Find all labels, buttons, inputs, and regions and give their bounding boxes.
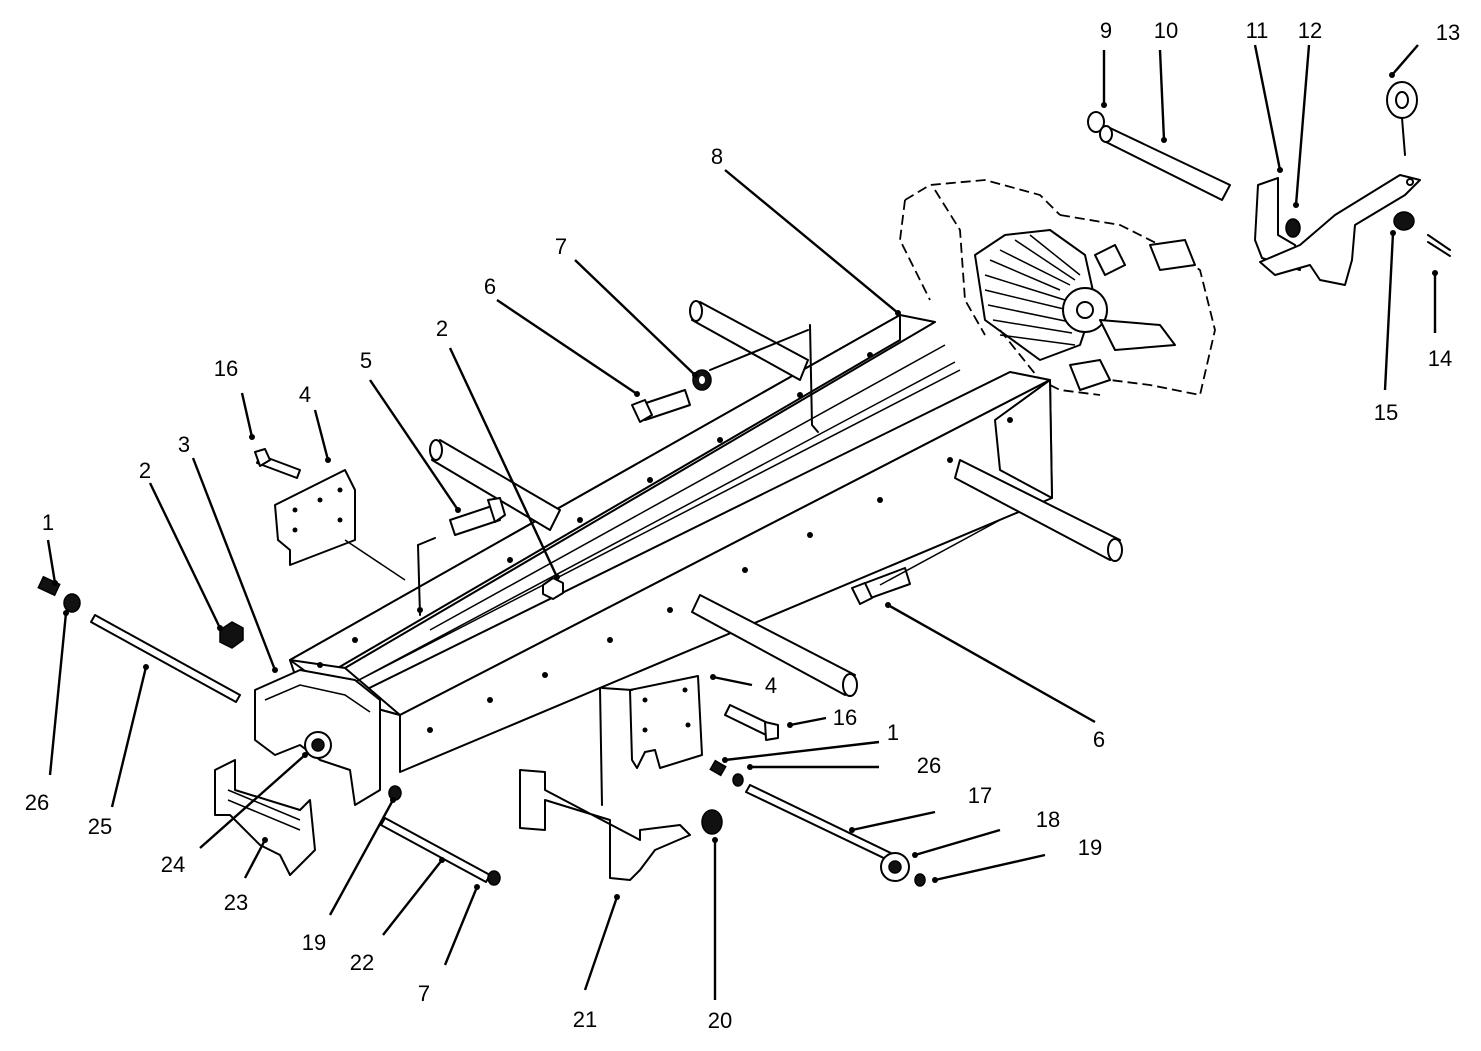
leader-lines: [46, 44, 1437, 1000]
callout-9: 9: [1100, 18, 1112, 43]
callout-7: 7: [418, 981, 430, 1006]
front-bracket-assembly: [214, 669, 381, 876]
engine-illustration: [899, 179, 1216, 397]
callout-15: 15: [1374, 400, 1398, 425]
callout-19: 19: [1078, 835, 1102, 860]
callout-2: 2: [436, 316, 448, 341]
mounting-plates: [274, 469, 703, 769]
axle-rods: [429, 300, 1123, 697]
callout-26: 26: [917, 753, 941, 778]
callout-17: 17: [968, 783, 992, 808]
callout-labels: 1 2 3 16 4 5 2 6 7 8 9 10 11 12 13 14 15…: [25, 18, 1460, 1033]
callout-12: 12: [1298, 18, 1322, 43]
callout-20: 20: [708, 1008, 732, 1033]
fasteners: [37, 369, 926, 887]
callout-10: 10: [1154, 18, 1178, 43]
callout-11: 11: [1246, 18, 1269, 43]
callout-16: 16: [214, 356, 238, 381]
callout-23: 23: [224, 890, 248, 915]
callout-19: 19: [302, 930, 326, 955]
callout-3: 3: [178, 432, 190, 457]
callout-6: 6: [1093, 727, 1105, 752]
callout-8: 8: [711, 144, 723, 169]
callout-7: 7: [555, 234, 567, 259]
upper-right-linkage: [1087, 81, 1451, 286]
callout-16: 16: [833, 705, 857, 730]
alignment-lines: [344, 324, 1001, 806]
callout-14: 14: [1428, 346, 1452, 371]
callout-13: 13: [1436, 20, 1460, 45]
callout-5: 5: [360, 348, 372, 373]
callout-1: 1: [887, 720, 899, 745]
callout-18: 18: [1036, 807, 1060, 832]
callout-21: 21: [573, 1007, 597, 1032]
callout-25: 25: [88, 814, 112, 839]
callout-1: 1: [42, 510, 54, 535]
callout-4: 4: [299, 382, 311, 407]
callout-6: 6: [484, 274, 496, 299]
callout-4: 4: [765, 673, 777, 698]
main-frame: [289, 314, 1053, 773]
callout-26: 26: [25, 790, 49, 815]
callout-24: 24: [161, 852, 185, 877]
callout-2: 2: [139, 458, 151, 483]
callout-22: 22: [350, 950, 374, 975]
leader-dots: [52, 72, 1438, 900]
